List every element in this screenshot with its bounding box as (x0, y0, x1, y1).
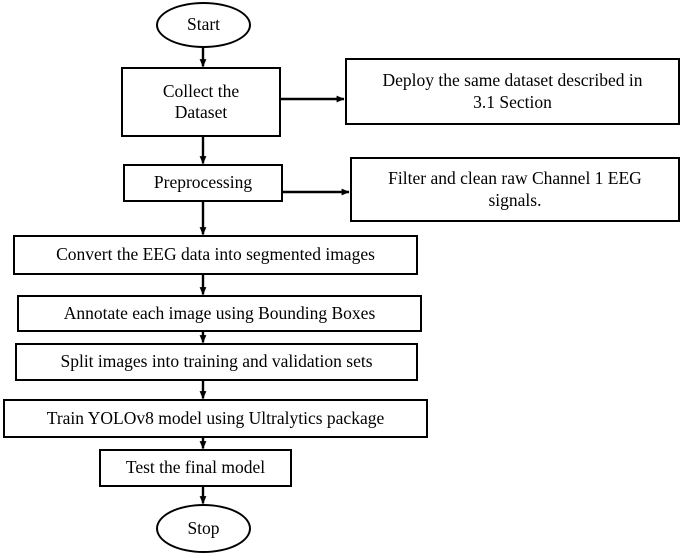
node-start[interactable]: Start (156, 2, 251, 48)
node-annotate-images[interactable]: Annotate each image using Bounding Boxes (17, 295, 422, 332)
node-train-yolov8-label: Train YOLOv8 model using Ultralytics pac… (46, 407, 385, 428)
node-convert-eeg-label: Convert the EEG data into segmented imag… (56, 244, 375, 265)
node-collect-dataset-label: Collect the Dataset (162, 80, 240, 122)
node-filter-signals[interactable]: Filter and clean raw Channel 1 EEG signa… (350, 157, 680, 222)
node-annotate-images-label: Annotate each image using Bounding Boxes (63, 302, 376, 323)
node-stop[interactable]: Stop (156, 504, 251, 553)
node-train-yolov8[interactable]: Train YOLOv8 model using Ultralytics pac… (3, 399, 428, 438)
node-preprocessing-label: Preprocessing (153, 172, 253, 193)
node-deploy-dataset-label: Deploy the same dataset described in 3.1… (382, 70, 643, 112)
node-preprocessing[interactable]: Preprocessing (123, 164, 283, 202)
node-split-images-label: Split images into training and validatio… (60, 351, 373, 372)
node-stop-label: Stop (187, 517, 220, 538)
node-start-label: Start (186, 14, 221, 35)
node-collect-dataset[interactable]: Collect the Dataset (121, 67, 281, 137)
node-filter-signals-label: Filter and clean raw Channel 1 EEG signa… (388, 168, 642, 210)
node-convert-eeg[interactable]: Convert the EEG data into segmented imag… (13, 235, 418, 275)
node-test-model[interactable]: Test the final model (99, 449, 292, 487)
node-test-model-label: Test the final model (125, 457, 266, 478)
node-deploy-dataset[interactable]: Deploy the same dataset described in 3.1… (345, 58, 680, 125)
node-split-images[interactable]: Split images into training and validatio… (15, 343, 418, 381)
